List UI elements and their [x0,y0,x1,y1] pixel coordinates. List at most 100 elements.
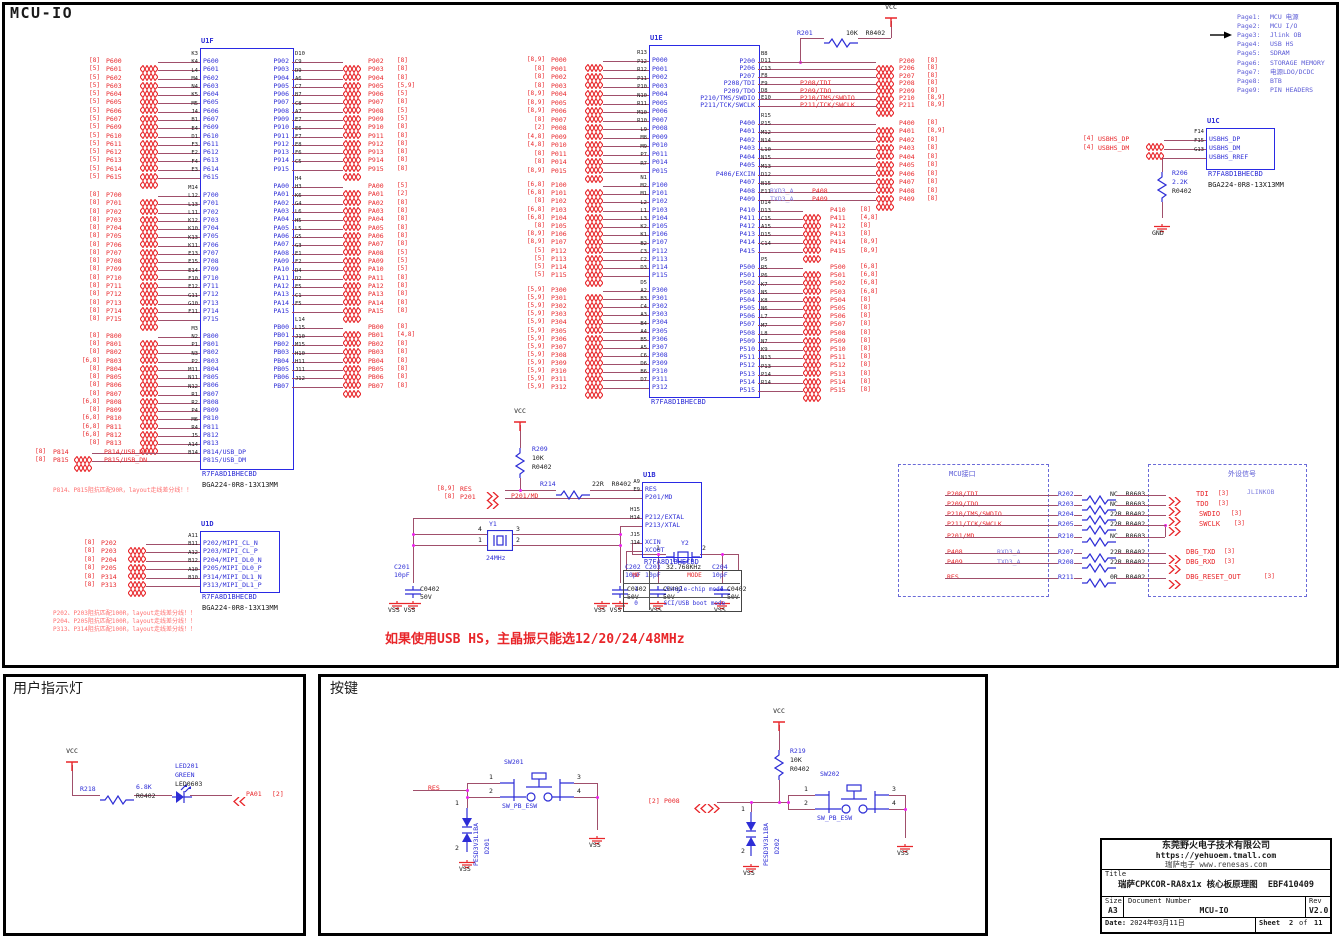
pin-number: R12 [637,67,647,73]
net-label: P501 [830,271,846,280]
refdes-u1f: U1F [201,37,214,45]
net-connector-icon [584,376,604,395]
pin-number: C9 [295,59,302,66]
company-url: https://yehuoem.tmall.com [1155,851,1277,860]
wire [158,394,200,396]
net-label: P700 [106,191,122,199]
pin-number: L8 [761,330,768,337]
table-header: MD [632,572,640,579]
pin-number: L4 [191,67,198,74]
sheet-ref: [5] [89,90,100,98]
wire [758,174,876,176]
sheet-ref: [5] [89,65,100,73]
net-connector-icon [139,391,159,410]
pin-name: P010 [652,141,668,149]
part-label: 1 [656,544,660,552]
net-label: P506 [830,312,846,321]
net-label: P904 [368,73,384,82]
sheet-ref: [8] [89,207,100,215]
net-label: P515 [830,386,846,394]
note-u1d-3: P313、P314阻抗匹配100R，layout走线差分线！！ [53,626,197,633]
pin-name: PB03 [273,348,289,357]
net-label: RES [947,573,959,581]
pin-number: E1 [295,250,302,257]
net-label: P707 [106,248,122,257]
wire [158,419,200,421]
net-connector-icon [584,83,604,102]
net-connector-icon [342,332,362,351]
wire [292,236,343,238]
net-connector-icon [342,183,362,202]
net-label: P408 [899,186,915,195]
net-label: P701 [106,199,122,208]
wire [413,790,467,791]
sheet-ref: [5,9] [526,350,545,358]
wire [292,211,343,213]
sheet-ref: [5,9] [526,286,545,293]
net-connector-icon [875,95,895,114]
pin-name: P415 [739,246,755,255]
sheet-ref: [8] [397,156,408,164]
pin-name: P008 [652,124,668,132]
sheet-ref: [8] [397,323,408,330]
wire [626,551,627,570]
net-label: P703 [106,215,122,224]
wire [620,526,642,527]
company-name: 东莞野火电子技术有限公司 [1161,841,1270,851]
net-connector-icon [875,196,895,215]
pin-name: P509 [739,336,755,345]
wire [158,361,200,363]
wire [1116,525,1166,526]
net-connector-icon [342,275,362,294]
part-label: 24MHz [486,554,506,562]
wire-label-alias: RXD3_A [770,186,794,195]
pin-number: B12 [188,558,198,565]
net-label: P802 [106,348,122,357]
pin-name: P107 [652,238,668,247]
pin-number: D2 [295,275,302,282]
sheet-ref: [5,9] [526,375,545,383]
sheet-ref: [8] [89,215,100,223]
sheet-ref: [5,9] [526,294,545,302]
wire [158,212,200,214]
resistor-icon [773,750,785,784]
sheet-ref: [4,8] [397,331,416,339]
pin-number: H15 [630,507,640,513]
part-label: 1 [741,805,745,813]
net-label: P313 [101,581,117,589]
sheet-ref: [3] [1224,558,1235,565]
pin-number: N5 [761,289,768,296]
wire [158,177,200,179]
net-label: P606 [106,106,122,115]
pin-number: M6 [191,416,198,423]
sheet-ref: [8] [927,71,938,79]
pin-name: P610 [203,131,219,140]
pin-number: E4 [191,125,198,132]
sheet-ref: [8] [397,223,408,231]
page-index-label: STORAGE MEMORY [1270,58,1325,67]
wire [1162,158,1163,172]
part-label: 10K [532,454,544,462]
sheet-ref: [8] [397,131,408,139]
wire [758,62,876,63]
net-label: P002 [551,73,567,81]
ground-icon [743,858,759,877]
net-label: P713 [106,298,122,307]
refdes-u1e: U1E [650,34,663,42]
pin-number: L3 [640,216,647,222]
wire [1162,158,1206,159]
net-connector-icon [1145,136,1165,155]
sheet-ref: [8] [860,377,871,385]
wire [800,38,801,62]
sheet-ref: [3] [1218,500,1229,507]
wire [905,795,906,838]
chevron-right-icon [486,486,499,505]
wire [603,276,649,278]
net-connector-icon [139,108,159,127]
net-connector-icon [802,362,822,381]
pin-number: P2 [191,358,198,365]
date-value: 2024年03月11日 [1130,919,1185,927]
net-label: P211/TCK/SWCLK [947,520,1002,528]
net-connector-icon [584,368,604,387]
net-connector-icon [342,99,362,118]
